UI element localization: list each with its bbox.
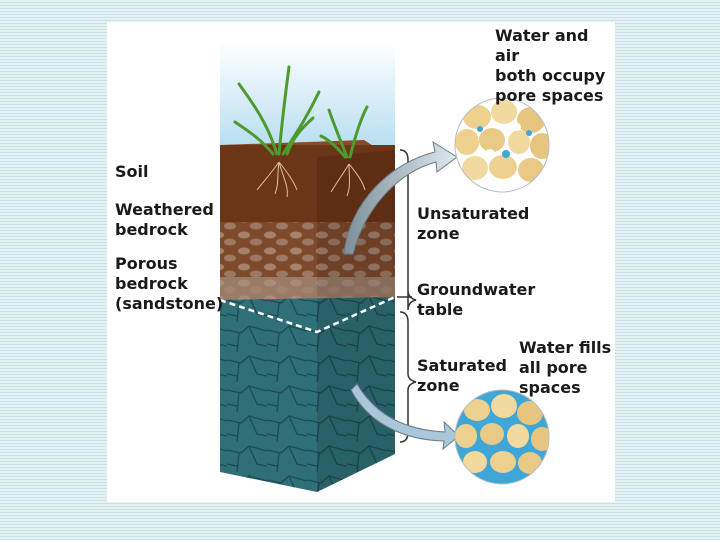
saturated-pore-closeup bbox=[455, 390, 553, 484]
saturated-bracket bbox=[400, 312, 416, 442]
zone-brackets bbox=[397, 150, 416, 442]
unsaturated-pore-closeup bbox=[455, 98, 554, 192]
soil-column bbox=[220, 140, 395, 492]
water-and-air-caption: Water and air both occupy pore spaces bbox=[495, 26, 615, 106]
unsaturated-zone-label: Unsaturated zone bbox=[417, 204, 529, 244]
porous-bedrock-label: Porous bedrock (sandstone) bbox=[115, 254, 223, 314]
saturated-zone-label: Saturated zone bbox=[417, 356, 507, 396]
water-fills-caption: Water fills all pore spaces bbox=[519, 338, 611, 398]
weathered-bedrock-label: Weathered bedrock bbox=[115, 200, 214, 240]
diagram-panel: Soil Weathered bedrock Porous bedrock (s… bbox=[107, 22, 615, 502]
soil-label: Soil bbox=[115, 162, 148, 182]
groundwater-table-label: Groundwater table bbox=[417, 280, 535, 320]
